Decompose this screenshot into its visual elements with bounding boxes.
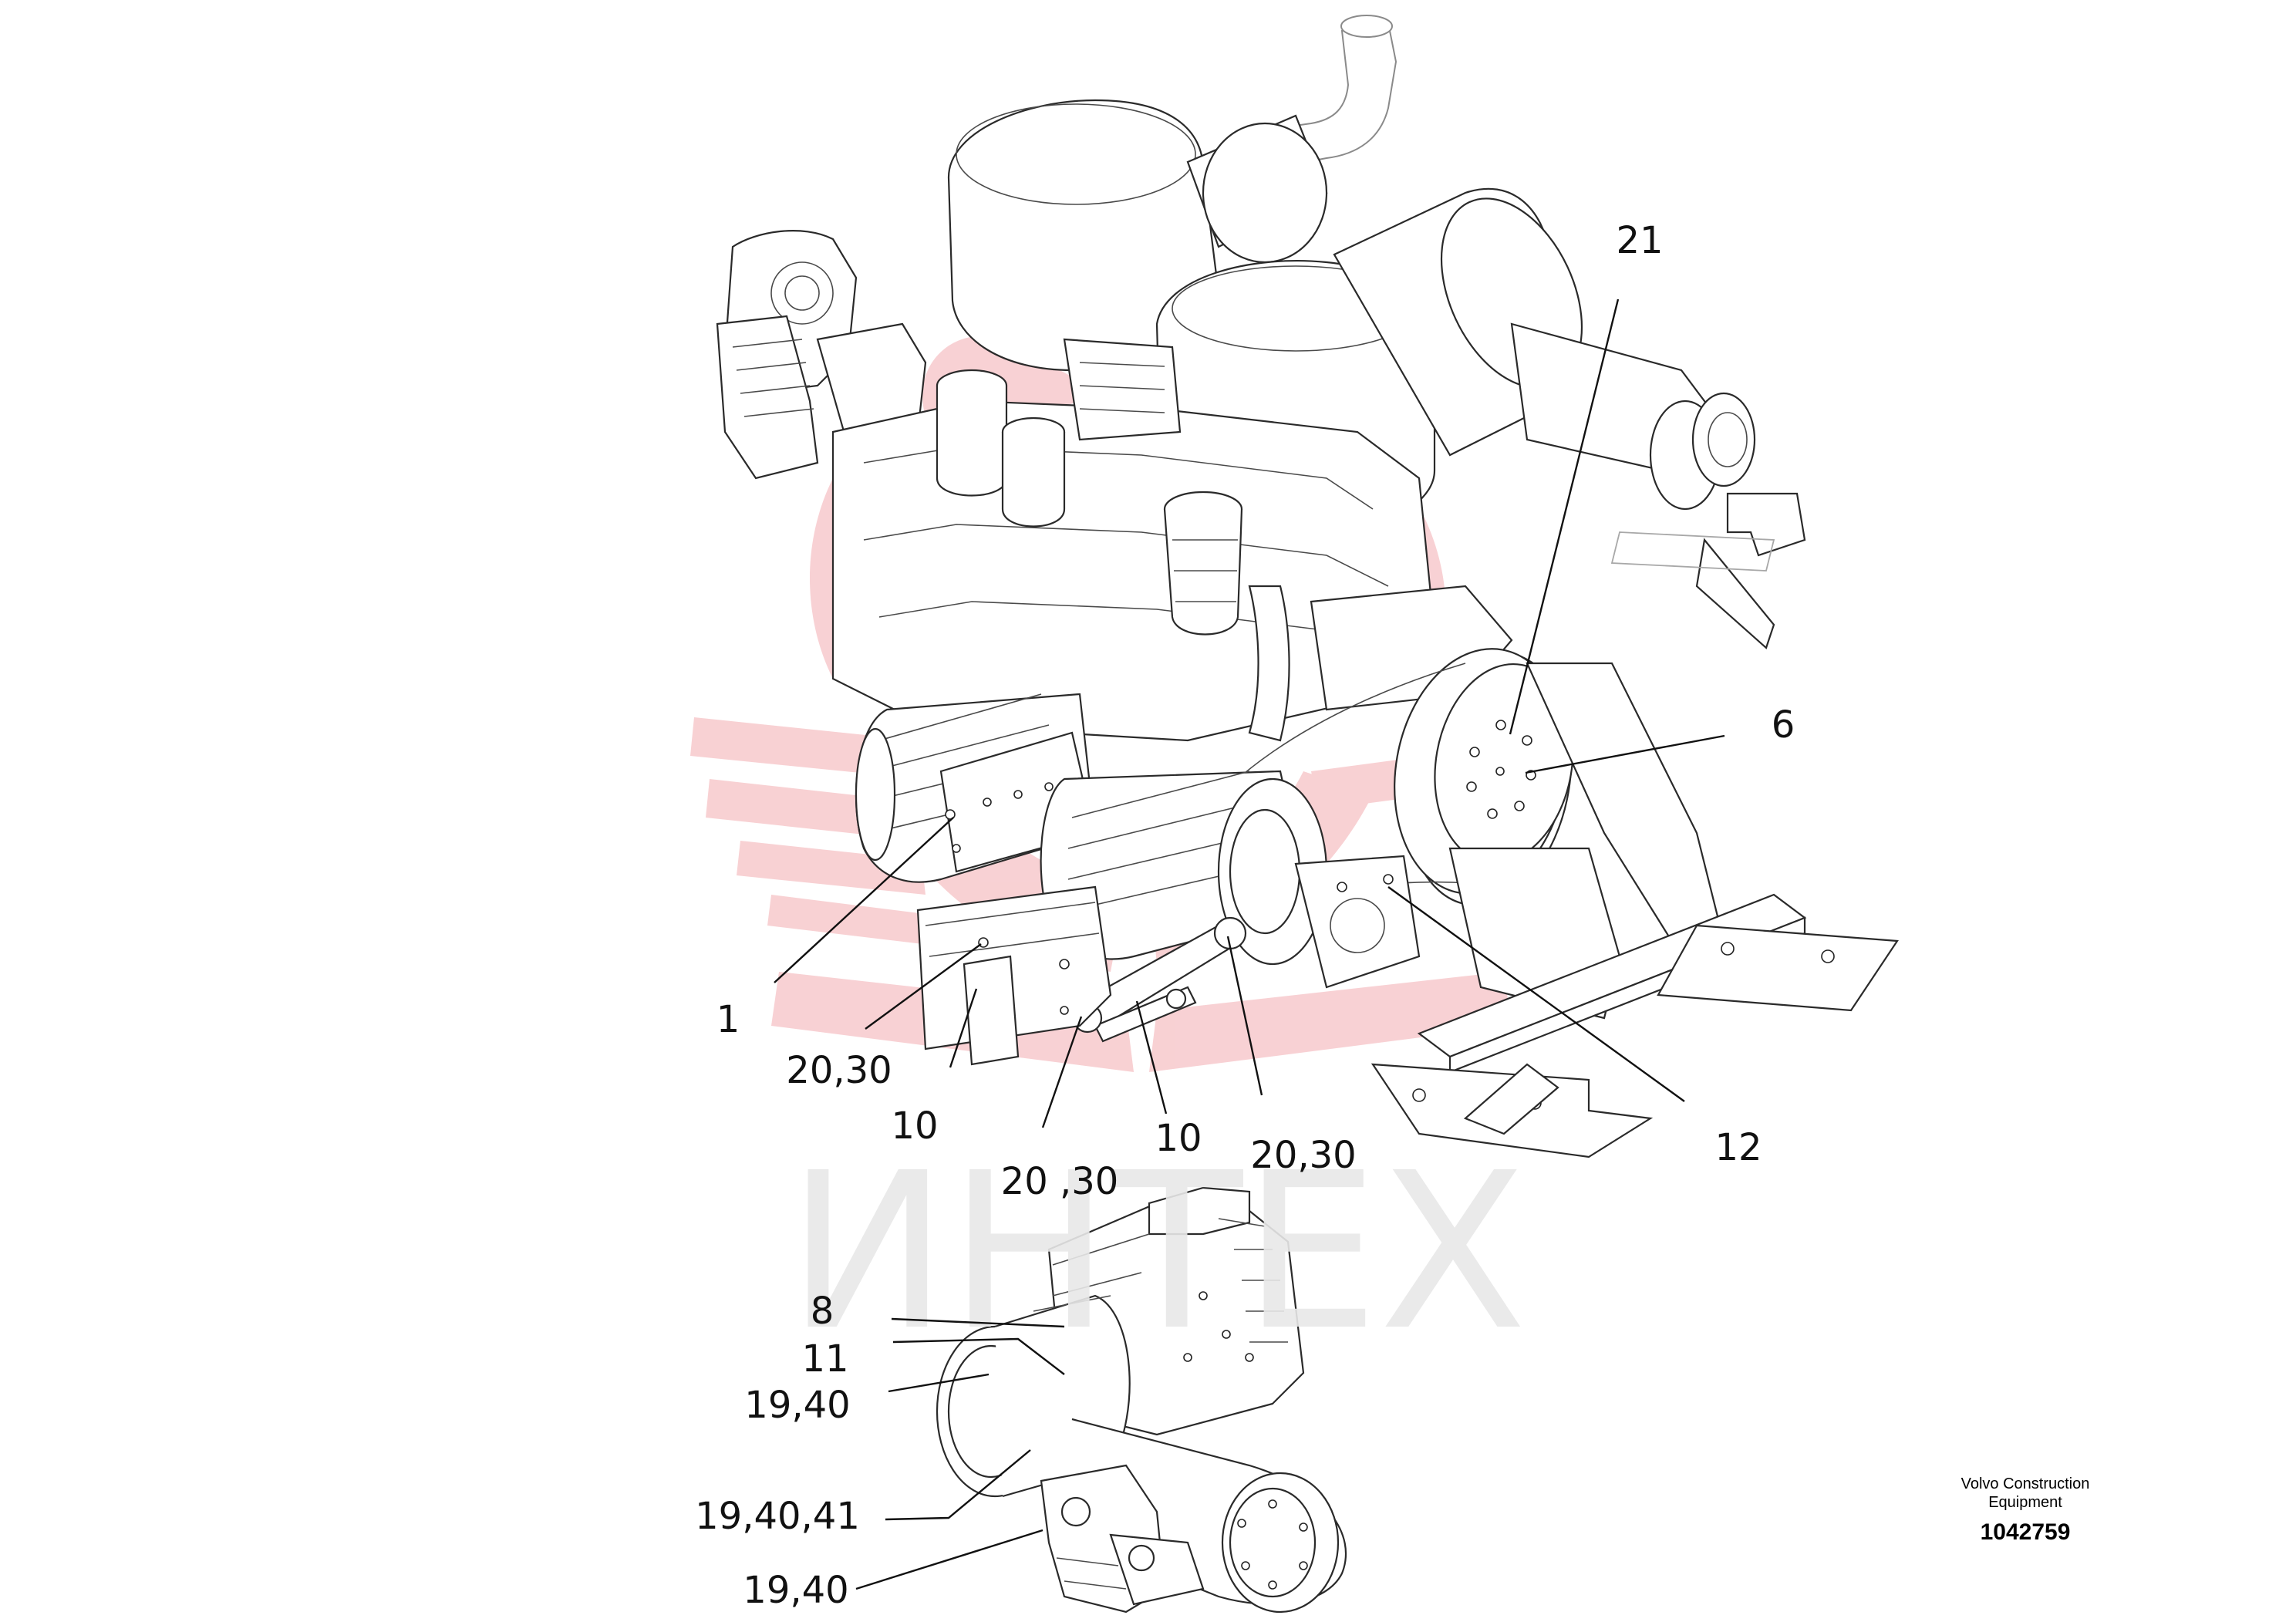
leader-19-40-a <box>888 1373 990 1393</box>
callout-labels: 21 6 1 20,30 10 10 20 ,30 20,30 12 8 11 … <box>695 219 1795 1612</box>
watermark-text: ИНТЕХ <box>787 1127 1527 1378</box>
detail-generator-assembly <box>936 1186 1347 1614</box>
callout-19-40-41: 19,40,41 <box>695 1495 860 1538</box>
callout-21: 21 <box>1616 219 1663 262</box>
callout-11: 11 <box>801 1337 848 1381</box>
callout-6: 6 <box>1772 703 1795 747</box>
company-name-line1: Volvo Construction <box>1961 1475 2090 1492</box>
callout-20-30-a: 20,30 <box>786 1049 892 1092</box>
callout-10-b: 10 <box>1155 1117 1202 1160</box>
callout-8: 8 <box>811 1290 834 1333</box>
leader-6 <box>1525 734 1725 774</box>
leader-lines <box>774 298 1725 1590</box>
leader-1 <box>774 817 954 983</box>
leader-10-b <box>1135 1000 1168 1114</box>
leader-19-40-41 <box>885 1449 1031 1521</box>
leader-11 <box>892 1337 1065 1375</box>
title-block: Volvo Construction Equipment 1042759 <box>1961 1475 2090 1545</box>
callout-12: 12 <box>1714 1126 1762 1169</box>
part-number: 1042759 <box>1981 1519 2071 1545</box>
leader-20-30-b <box>1041 1016 1083 1128</box>
callout-19-40-b: 19,40 <box>743 1569 848 1612</box>
callout-20-30-c: 20,30 <box>1250 1134 1356 1177</box>
callout-20-30-b: 20 ,30 <box>1001 1160 1119 1203</box>
engine-assembly <box>716 15 1899 1158</box>
leader-20-30-c <box>1226 936 1263 1096</box>
leader-20-30-a <box>865 943 982 1030</box>
callout-1: 1 <box>716 998 740 1041</box>
callout-19-40-a: 19,40 <box>744 1384 850 1427</box>
callout-10-a: 10 <box>891 1104 938 1148</box>
leader-19-40-b <box>855 1529 1043 1590</box>
leader-12 <box>1387 886 1685 1102</box>
company-name-line2: Equipment <box>1988 1494 2062 1511</box>
leader-10-a <box>949 988 978 1068</box>
leader-21 <box>1509 298 1620 735</box>
leader-8 <box>891 1317 1065 1328</box>
